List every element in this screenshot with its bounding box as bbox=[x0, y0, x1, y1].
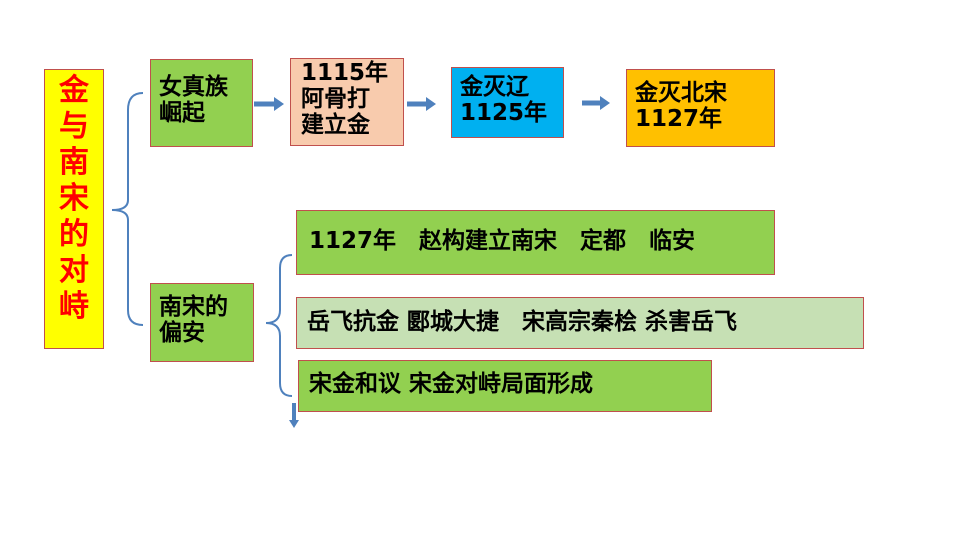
event-song-jin-peace: 宋金和议 宋金对峙局面形成 bbox=[298, 360, 712, 412]
arrow-2 bbox=[407, 97, 436, 111]
title-char: 的 bbox=[59, 217, 89, 252]
node-jin-destroys-liao: 金灭辽 1125年 bbox=[451, 67, 564, 138]
arrow-down bbox=[289, 403, 299, 428]
node-south-song: 南宋的 偏安 bbox=[150, 283, 254, 362]
event-yue-fei: 岳飞抗金 郾城大捷 宋高宗秦桧 杀害岳飞 bbox=[296, 297, 864, 349]
title-char: 金 bbox=[59, 73, 89, 108]
title-char: 峙 bbox=[59, 289, 89, 324]
sub-bracket bbox=[265, 254, 293, 397]
main-bracket bbox=[111, 92, 144, 326]
event-founding-south-song: 1127年 赵构建立南宋 定都 临安 bbox=[296, 210, 775, 275]
title-char: 与 bbox=[59, 109, 89, 144]
diagram-title: 金 与 南 宋 的 对 峙 bbox=[44, 69, 104, 349]
node-jurchen-rise: 女真族 崛起 bbox=[150, 59, 253, 147]
arrow-1 bbox=[254, 97, 284, 111]
title-char: 对 bbox=[59, 253, 89, 288]
node-aguda-founds-jin: 1115年 阿骨打 建立金 bbox=[290, 58, 404, 146]
node-jin-destroys-north-song: 金灭北宋 1127年 bbox=[626, 69, 775, 147]
title-char: 宋 bbox=[59, 181, 89, 216]
arrow-3 bbox=[582, 96, 610, 110]
title-char: 南 bbox=[59, 145, 89, 180]
